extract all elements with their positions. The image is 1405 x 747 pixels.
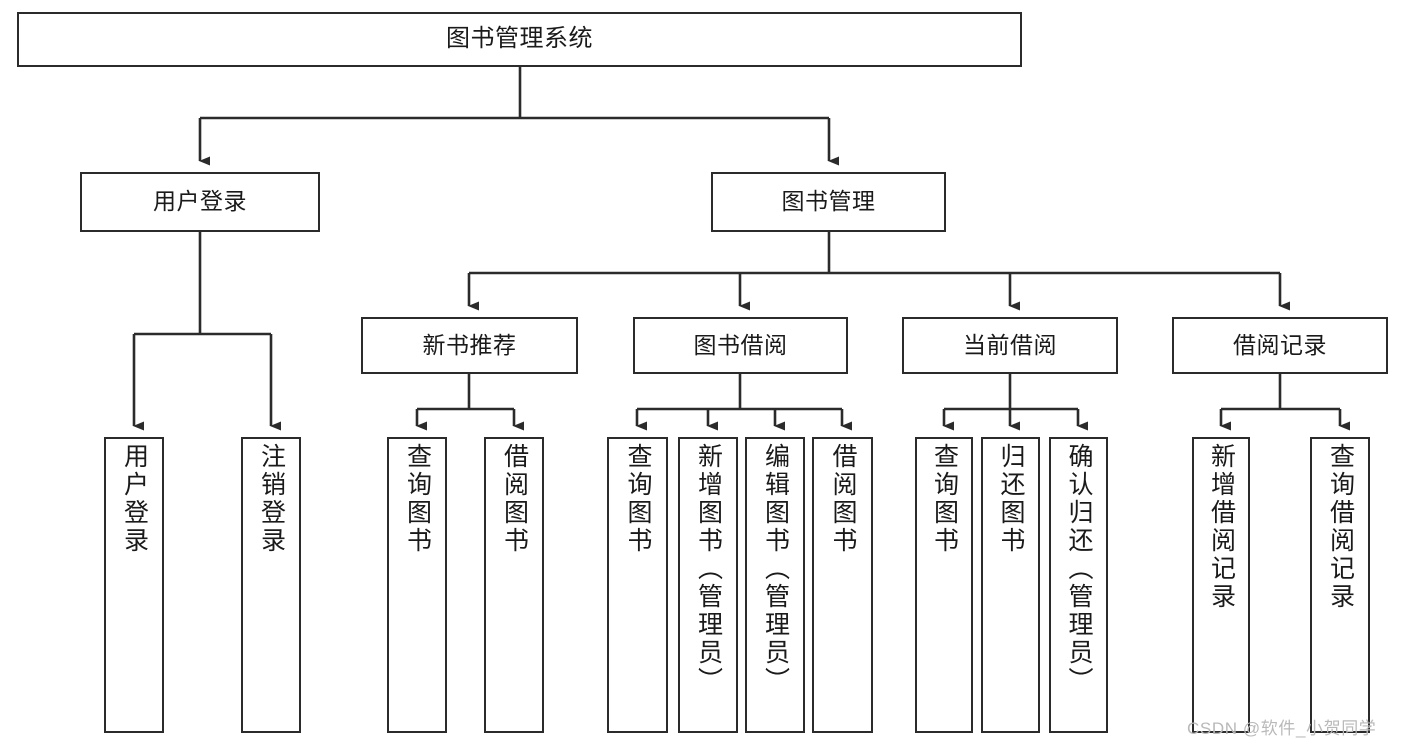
node-label: 新书推荐 [422,331,517,358]
node-label: 借阅图书 [500,443,529,555]
node-level3-1[interactable]: 图书借阅 [633,317,848,374]
node-leaf-9[interactable]: 归还图书 [981,437,1040,733]
node-label: 当前借阅 [963,331,1057,358]
node-label: 借阅记录 [1233,331,1327,358]
node-label: 用户登录 [153,188,247,215]
node-label: 编辑图书（管理员） [761,443,790,695]
node-label: 查询图书 [403,443,432,555]
node-root-system[interactable]: 图书管理系统 [17,12,1022,67]
node-level3-2[interactable]: 当前借阅 [902,317,1118,374]
node-leaf-3[interactable]: 借阅图书 [484,437,544,733]
node-leaf-7[interactable]: 借阅图书 [812,437,873,733]
watermark-text: CSDN @软件_小贺同学 [1187,719,1377,738]
node-label: 新增借阅记录 [1207,443,1236,611]
node-label: 新增图书（管理员） [694,443,723,695]
node-level2-1[interactable]: 图书管理 [711,172,946,232]
node-label: 注销登录 [257,443,286,555]
node-leaf-5[interactable]: 新增图书（管理员） [678,437,738,733]
node-leaf-4[interactable]: 查询图书 [607,437,668,733]
node-label: 图书管理 [781,188,876,215]
node-label: 图书管理系统 [446,25,593,53]
node-level2-0[interactable]: 用户登录 [80,172,320,232]
node-label: 借阅图书 [829,443,857,555]
node-label: 确认归还（管理员） [1065,443,1093,695]
node-leaf-0[interactable]: 用户登录 [104,437,164,733]
node-label: 查询图书 [930,443,959,555]
node-leaf-1[interactable]: 注销登录 [241,437,301,733]
node-leaf-12[interactable]: 查询借阅记录 [1310,437,1370,733]
node-leaf-6[interactable]: 编辑图书（管理员） [745,437,805,733]
node-leaf-10[interactable]: 确认归还（管理员） [1049,437,1108,733]
node-label: 查询图书 [624,443,652,555]
node-label: 用户登录 [120,443,149,555]
node-leaf-8[interactable]: 查询图书 [915,437,973,733]
node-leaf-2[interactable]: 查询图书 [387,437,447,733]
node-label: 归还图书 [997,443,1025,555]
node-level3-0[interactable]: 新书推荐 [361,317,578,374]
node-label: 查询借阅记录 [1326,443,1355,611]
node-label: 图书借阅 [693,331,788,358]
node-level3-3[interactable]: 借阅记录 [1172,317,1388,374]
node-leaf-11[interactable]: 新增借阅记录 [1192,437,1250,733]
